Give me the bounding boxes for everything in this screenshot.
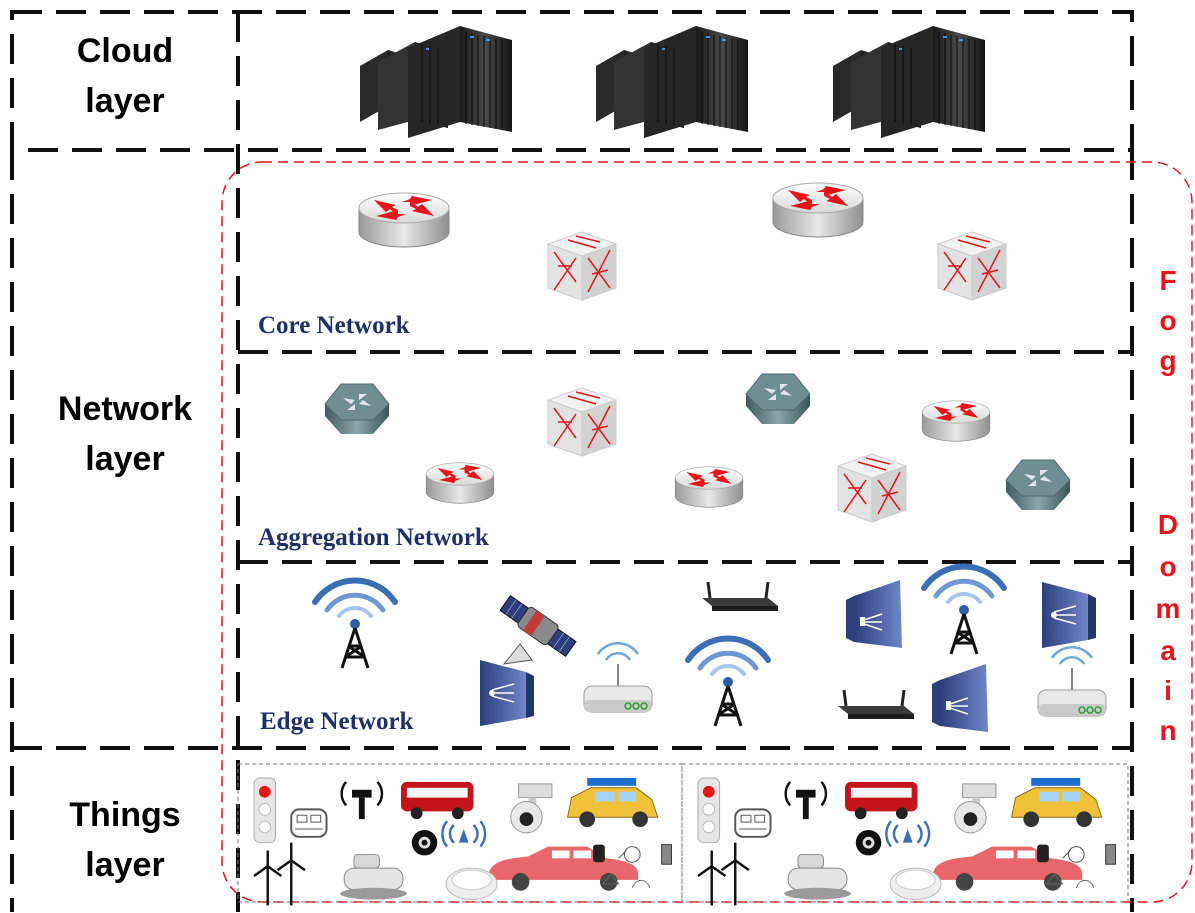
satellite-icon <box>497 592 579 665</box>
switch-icon <box>837 453 907 523</box>
hex-router-icon <box>745 373 811 425</box>
cell-tower-icon <box>315 581 395 668</box>
edge-network-label: Edge Network <box>260 708 414 735</box>
wifi-router-icon <box>836 688 916 721</box>
domain-letter: D <box>1157 509 1179 540</box>
switch-icon <box>937 231 1007 301</box>
antenna-panel-icon <box>1041 581 1097 649</box>
domain-letter: m <box>1155 593 1181 624</box>
domain-letter: a <box>1160 635 1176 666</box>
network-layer-label: Network layer <box>30 384 220 484</box>
fog-letter: g <box>1159 345 1177 376</box>
router-icon <box>921 400 991 442</box>
router-icon <box>674 466 744 508</box>
things-layer-title: Things <box>69 796 181 834</box>
wifi-router-icon <box>700 580 780 613</box>
cell-tower-icon <box>924 567 1004 654</box>
network-layer-subtitle: layer <box>85 440 165 478</box>
access-point-icon <box>931 663 989 733</box>
hex-router-icon <box>324 383 390 435</box>
fog-letter: o <box>1159 305 1177 336</box>
domain-letter: o <box>1159 551 1177 582</box>
access-point-icon <box>845 579 903 649</box>
domain-letter: n <box>1159 715 1177 746</box>
router-icon <box>358 192 450 248</box>
antenna-panel-icon <box>479 659 535 727</box>
hex-router-icon <box>1005 459 1071 511</box>
cloud-layer-label: Cloud layer <box>30 26 220 126</box>
network-layer-title: Network <box>57 390 193 428</box>
aggregation-network-label: Aggregation Network <box>258 524 489 551</box>
router-icon <box>425 462 495 504</box>
fog-letter: F <box>1159 265 1177 296</box>
things-cluster-2 <box>696 776 1117 907</box>
server-rack-icon <box>595 25 749 139</box>
server-rack-icon <box>359 25 513 139</box>
cloud-layer-frame <box>10 10 1134 152</box>
core-network-label: Core Network <box>258 312 410 339</box>
things-group-2-frame <box>681 763 1129 903</box>
things-cluster-1 <box>252 776 673 907</box>
domain-letter: i <box>1164 675 1172 706</box>
wifi-router-icon <box>1036 646 1108 718</box>
cell-tower-icon <box>688 639 768 726</box>
router-icon <box>772 182 864 238</box>
switch-icon <box>547 231 617 301</box>
things-layer-label: Things layer <box>30 790 220 890</box>
things-layer-subtitle: layer <box>85 846 165 884</box>
server-rack-icon <box>832 25 986 139</box>
switch-icon <box>547 387 617 457</box>
layer-grid <box>10 10 1134 912</box>
wifi-router-icon <box>582 642 654 714</box>
cloud-layer-subtitle: layer <box>85 82 165 120</box>
cloud-layer-title: Cloud <box>76 32 174 70</box>
